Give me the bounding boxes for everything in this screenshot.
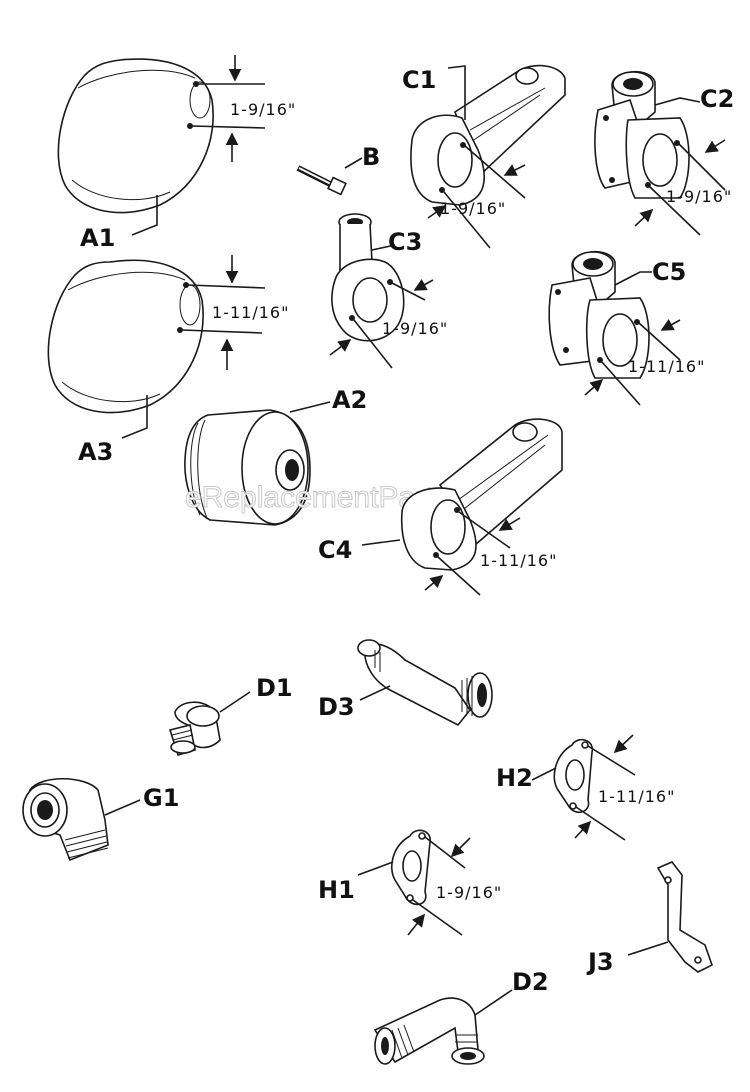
a1-dimension: 1-9/16": [230, 100, 296, 119]
part-c4-exhaust-manifold: [361, 418, 563, 596]
part-c5-manifold-elbow: [548, 250, 681, 406]
d3-label: D3: [318, 693, 355, 721]
c4-dimension: 1-11/16": [480, 551, 557, 570]
h1-label: H1: [318, 876, 355, 904]
part-d1-street-elbow: [168, 691, 251, 756]
c2-dimension: 1-9/16": [666, 187, 732, 206]
part-j3-bracket: [627, 861, 713, 973]
h2-label: H2: [496, 764, 533, 792]
a3-label: A3: [78, 438, 113, 466]
part-d3-pipe-nipple: [357, 639, 493, 727]
part-c1-exhaust-manifold: [410, 64, 566, 249]
c5-dimension: 1-11/16": [628, 357, 705, 376]
c1-dimension: 1-9/16": [440, 199, 506, 218]
a3-dimension: 1-11/16": [212, 303, 289, 322]
part-h2-gasket: [531, 734, 636, 841]
c1-label: C1: [402, 66, 436, 94]
part-a1-air-cleaner-cover: [57, 55, 266, 236]
c2-label: C2: [700, 85, 734, 113]
part-c2-manifold-elbow: [594, 70, 726, 236]
part-c3-exhaust-elbow: [329, 213, 434, 369]
b-label: B: [362, 143, 380, 171]
c5-label: C5: [652, 258, 686, 286]
h1-dimension: 1-9/16": [436, 883, 502, 902]
c3-label: C3: [388, 228, 422, 256]
a2-label: A2: [332, 386, 367, 414]
a1-label: A1: [80, 224, 115, 252]
part-a2-air-filter-element: [184, 401, 331, 526]
part-h1-gasket: [357, 829, 471, 936]
c3-dimension: 1-9/16": [382, 319, 448, 338]
part-g1-street-elbow: [22, 777, 141, 862]
j3-label: J3: [586, 948, 614, 976]
part-b-bolt: [296, 157, 363, 196]
h2-dimension: 1-11/16": [598, 787, 675, 806]
g1-label: G1: [143, 784, 179, 812]
d1-label: D1: [256, 674, 293, 702]
part-d2-pipe-elbow: [373, 989, 513, 1065]
part-a3-air-cleaner-cover: [47, 255, 266, 439]
c4-label: C4: [318, 536, 352, 564]
d2-label: D2: [512, 968, 549, 996]
